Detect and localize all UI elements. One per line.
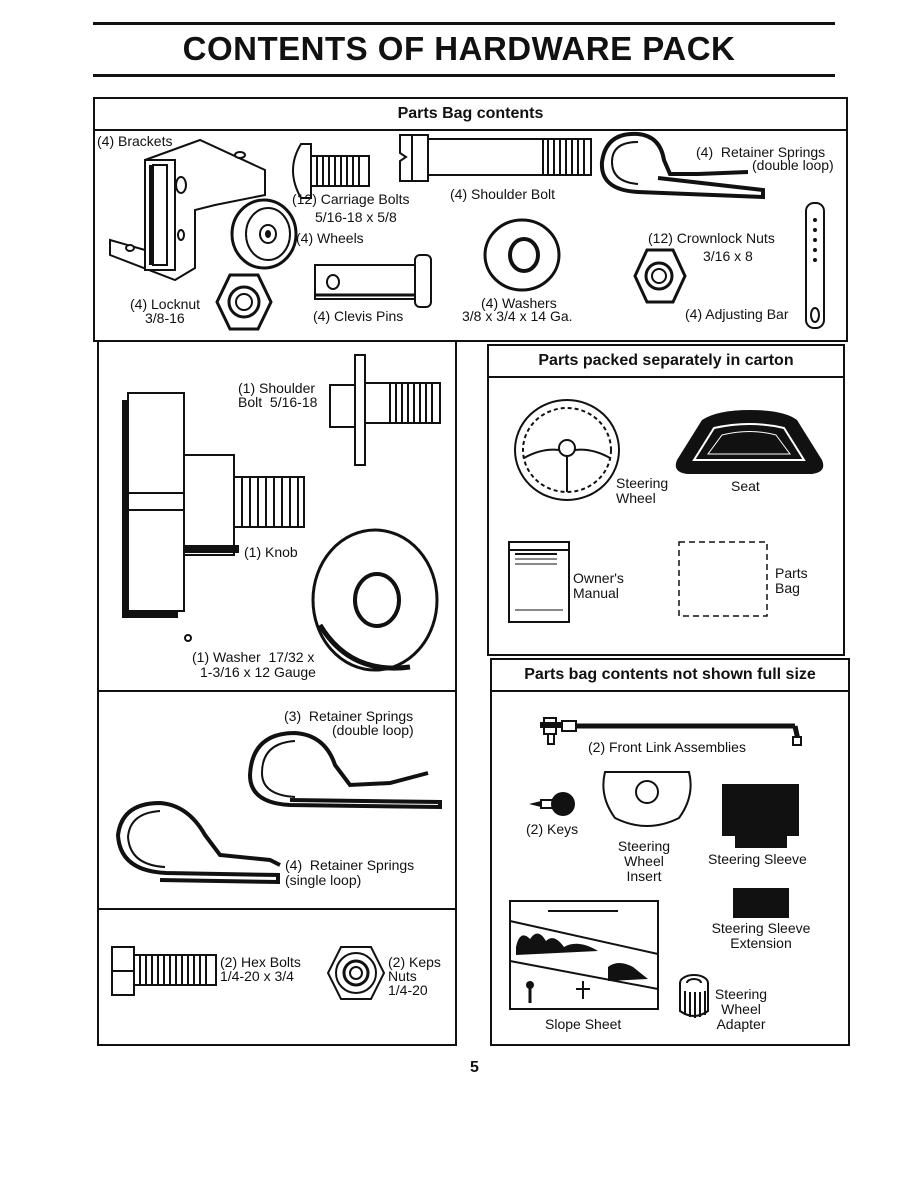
carriage-bolt-illustration — [292, 143, 370, 199]
wheel-illustration — [230, 198, 298, 270]
locknut-illustration — [215, 273, 273, 331]
keps-nuts-label-2: Nuts — [388, 968, 417, 984]
crownlock-nut-illustration — [633, 248, 687, 304]
brackets-label: (4) Brackets — [97, 133, 173, 149]
knob-label: (1) Knob — [244, 544, 298, 560]
retainer-springs-type: (double loop) — [752, 157, 834, 173]
not-full-size-panel: Parts bag contents not shown full size — [490, 658, 850, 1046]
key-illustration — [529, 792, 575, 816]
keps-nuts-size: 1/4-20 — [388, 982, 428, 998]
clevis-pin-illustration — [314, 254, 432, 308]
steering-sleeve-label: Steering Sleeve — [708, 851, 807, 867]
carton-header: Parts packed separately in carton — [489, 346, 843, 378]
carriage-bolts-size: 5/16-18 x 5/8 — [315, 209, 397, 225]
single-loop-springs-label: (4) Retainer Springs — [285, 857, 415, 873]
washers-size: 3/8 x 3/4 x 14 Ga. — [462, 308, 573, 324]
title-underline — [93, 74, 835, 77]
steering-wheel-illustration — [514, 399, 620, 501]
shoulder-bolt-label: (4) Shoulder Bolt — [450, 186, 556, 202]
locknut-label: (4) Locknut — [130, 296, 201, 312]
hex-bolts-size: 1/4-20 x 3/4 — [220, 968, 294, 984]
keys-label: (2) Keys — [526, 821, 579, 837]
wheel-insert-label: Steering Wheel Insert — [617, 838, 671, 884]
top-rule — [93, 22, 835, 25]
steering-sleeve-illustration — [722, 784, 799, 848]
hex-bolt-illustration — [111, 946, 217, 996]
bolts-panel — [97, 908, 457, 1046]
seat-illustration — [675, 410, 824, 474]
wheel-adapter-illustration — [679, 974, 709, 1018]
keps-nut-illustration — [326, 946, 386, 1000]
adjusting-bar-illustration — [805, 202, 825, 329]
parts-bag-header: Parts Bag contents — [95, 99, 846, 131]
sleeve-extension-illustration — [733, 888, 789, 918]
locknut-size: 3/8-16 — [145, 310, 185, 326]
front-link-label: (2) Front Link Assemblies — [588, 739, 746, 755]
slope-sheet-label: Slope Sheet — [545, 1016, 622, 1032]
washers-label: (4) Washers — [481, 295, 557, 311]
carriage-bolts-label: (12) Carriage Bolts — [292, 191, 410, 207]
owners-manual-illustration — [508, 541, 570, 623]
retainer-spring-double-illustration — [599, 131, 765, 200]
hex-bolts-label: (2) Hex Bolts — [220, 954, 301, 970]
not-full-size-header: Parts bag contents not shown full size — [492, 660, 848, 692]
sleeve-extension-label: Steering Sleeve Extension — [711, 920, 811, 951]
parts-bag-panel: Parts Bag contents — [93, 97, 848, 342]
adjusting-bar-label: (4) Adjusting Bar — [685, 306, 789, 322]
knob-washer-label: (1) Washer 17/32 x — [192, 649, 315, 665]
wheels-label: (4) Wheels — [296, 230, 364, 246]
bracket-illustration — [109, 138, 266, 282]
owners-manual-label: Owner's Manual — [573, 570, 624, 601]
slope-sheet-illustration — [509, 900, 659, 1010]
double-loop-springs-label: (3) Retainer Springs — [284, 708, 414, 724]
crownlock-nuts-size: 3/16 x 8 — [703, 248, 753, 264]
parts-bag-illustration — [678, 541, 768, 617]
steering-wheel-label: Steering Wheel — [616, 475, 669, 506]
shoulder-bolt-illustration — [399, 134, 592, 182]
washer-illustration — [483, 218, 561, 292]
clevis-pins-label: (4) Clevis Pins — [313, 308, 404, 324]
knob-washer-size: 1-3/16 x 12 Gauge — [200, 664, 316, 680]
wheel-adapter-label: Steering Wheel Adapter — [714, 986, 768, 1032]
double-loop-springs-type: (double loop) — [332, 722, 414, 738]
retainer-springs-illustration — [115, 730, 442, 885]
knob-shoulder-bolt-size: Bolt 5/16-18 — [238, 394, 318, 410]
retainer-springs-label: (4) Retainer Springs — [696, 144, 826, 160]
crownlock-nuts-label: (12) Crownlock Nuts — [648, 230, 775, 246]
parts-bag-label: Parts Bag — [775, 565, 808, 596]
page-title: CONTENTS OF HARDWARE PACK — [182, 30, 736, 67]
knob-shoulder-bolt-label: (1) Shoulder — [238, 380, 316, 396]
wheel-insert-illustration — [602, 771, 692, 827]
seat-label: Seat — [731, 478, 760, 494]
page-number: 5 — [470, 1059, 479, 1076]
carton-panel: Parts packed separately in carton — [487, 344, 845, 656]
keps-nuts-label: (2) Keps — [388, 954, 441, 970]
single-loop-springs-type: (single loop) — [285, 872, 362, 888]
knob-illustration — [122, 354, 441, 672]
front-link-illustration — [540, 717, 802, 746]
